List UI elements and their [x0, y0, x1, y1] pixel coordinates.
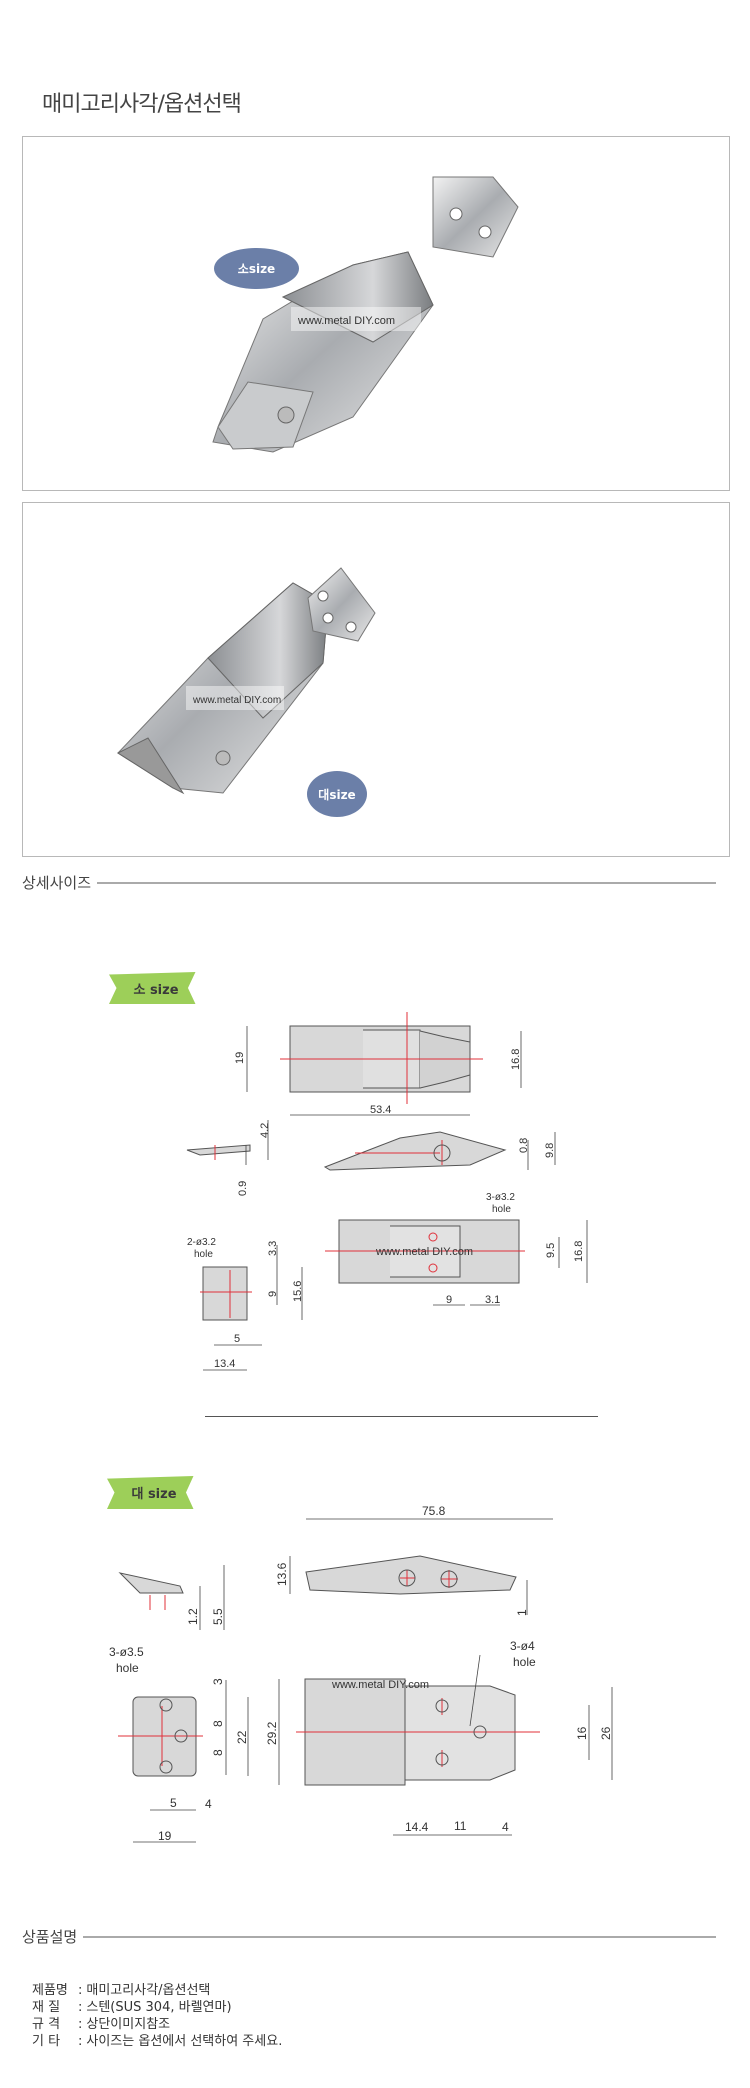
section-title: 상품설명: [22, 1928, 78, 1946]
dim-label: 1: [515, 1609, 529, 1616]
dim-label: 0.8: [518, 1138, 530, 1153]
dim-label: 3.3: [267, 1241, 279, 1256]
watermark: www.metal DIY.com: [297, 315, 395, 327]
dim-label: 9.5: [545, 1243, 557, 1258]
hole-label: 3-ø4: [510, 1639, 535, 1653]
desc-label: 제품명: [32, 1983, 68, 1998]
dim-label: 16.8: [510, 1049, 522, 1070]
dim-label: 29.2: [265, 1721, 279, 1745]
drawing-large: 75.8 13.6 1 1.2 5.5 3-ø3.5 hole 3 8 8 22…: [109, 1504, 613, 1843]
watermark: www.metal DIY.com: [375, 1246, 473, 1258]
product-photo-small: www.metal DIY.com 소size: [22, 136, 730, 491]
dim-label: 5.5: [211, 1608, 225, 1625]
drawing-small: 19 53.4 16.8 4.2 0.9 0.8 9.8 2-ø3.2 hole…: [186, 1012, 588, 1371]
dim-label: 8: [211, 1720, 225, 1727]
size-tag-small: 소 size: [109, 972, 196, 1004]
section-title: 상세사이즈: [22, 874, 92, 892]
divider: [205, 1416, 598, 1417]
dim-label: 9.8: [544, 1143, 556, 1158]
dim-label: 9: [267, 1291, 279, 1297]
size-bubble-small: 소size: [214, 248, 299, 289]
dim-label: 14.4: [405, 1820, 429, 1834]
dim-label: 3: [211, 1678, 225, 1685]
dim-label: 5: [234, 1333, 240, 1345]
dim-label: 3.1: [485, 1294, 500, 1306]
dim-label: 8: [211, 1749, 225, 1756]
hole-label: hole: [492, 1204, 511, 1215]
dim-label: 19: [158, 1829, 172, 1843]
desc-row: 기 타:사이즈는 옵션에서 선택하여 주세요.: [32, 2034, 283, 2049]
dim-label: 19: [234, 1052, 246, 1064]
dim-label: 0.9: [237, 1181, 249, 1196]
dim-label: 1.2: [186, 1608, 200, 1625]
size-tag-large: 대 size: [107, 1476, 194, 1509]
product-description: 제품명:매미고리사각/옵션선택 재 질:스텐(SUS 304, 바렐연마) 규 …: [32, 1982, 282, 2050]
hole-label: 3-ø3.5: [109, 1645, 144, 1659]
desc-value: 상단이미지참조: [86, 2017, 171, 2032]
dim-label: 11: [454, 1819, 467, 1833]
desc-label: 재 질: [32, 2000, 61, 2015]
dim-label: 22: [235, 1730, 249, 1744]
desc-value: 매미고리사각/옵션선택: [86, 1983, 211, 1998]
divider: [97, 881, 716, 884]
section-header-description: 상품설명: [22, 1926, 716, 1947]
desc-value: 스텐(SUS 304, 바렐연마): [86, 2000, 232, 2015]
hole-label: 3-ø3.2: [486, 1192, 515, 1203]
size-bubble-large: 대size: [307, 771, 367, 817]
desc-value: 사이즈는 옵션에서 선택하여 주세요.: [86, 2034, 283, 2049]
section-header-detail: 상세사이즈: [22, 872, 716, 893]
latch-large-image: www.metal DIY.com: [116, 567, 376, 795]
dim-label: 26: [599, 1726, 613, 1740]
desc-label: 기 타: [32, 2034, 61, 2049]
dim-label: 16.8: [573, 1241, 585, 1262]
dim-label: 4: [502, 1820, 509, 1834]
hole-label: hole: [513, 1655, 536, 1669]
dim-label: 5: [170, 1796, 177, 1810]
watermark: www.metal DIY.com: [331, 1679, 429, 1691]
dim-label: 4: [205, 1797, 212, 1811]
desc-row: 재 질:스텐(SUS 304, 바렐연마): [32, 2000, 232, 2015]
dim-label: 75.8: [422, 1504, 446, 1518]
dim-label: 16: [575, 1726, 589, 1740]
dim-label: 9: [446, 1294, 452, 1306]
dim-label: 13.6: [275, 1562, 289, 1586]
hole-label: hole: [194, 1249, 213, 1260]
page-title: 매미고리사각/옵션선택: [42, 92, 242, 117]
dim-label: 53.4: [370, 1104, 391, 1116]
desc-label: 규 격: [32, 2017, 61, 2032]
product-photo-large: www.metal DIY.com 대size: [22, 502, 730, 857]
desc-row: 규 격:상단이미지참조: [32, 2017, 171, 2032]
divider: [83, 1935, 716, 1938]
dim-label: 4.2: [259, 1123, 271, 1138]
hole-label: 2-ø3.2: [187, 1237, 216, 1248]
dim-label: 13.4: [214, 1358, 235, 1370]
latch-small-image: www.metal DIY.com: [212, 176, 519, 453]
dim-label: 15.6: [292, 1281, 304, 1302]
watermark: www.metal DIY.com: [192, 695, 281, 706]
desc-row: 제품명:매미고리사각/옵션선택: [32, 1983, 211, 1998]
hole-label: hole: [116, 1661, 139, 1675]
